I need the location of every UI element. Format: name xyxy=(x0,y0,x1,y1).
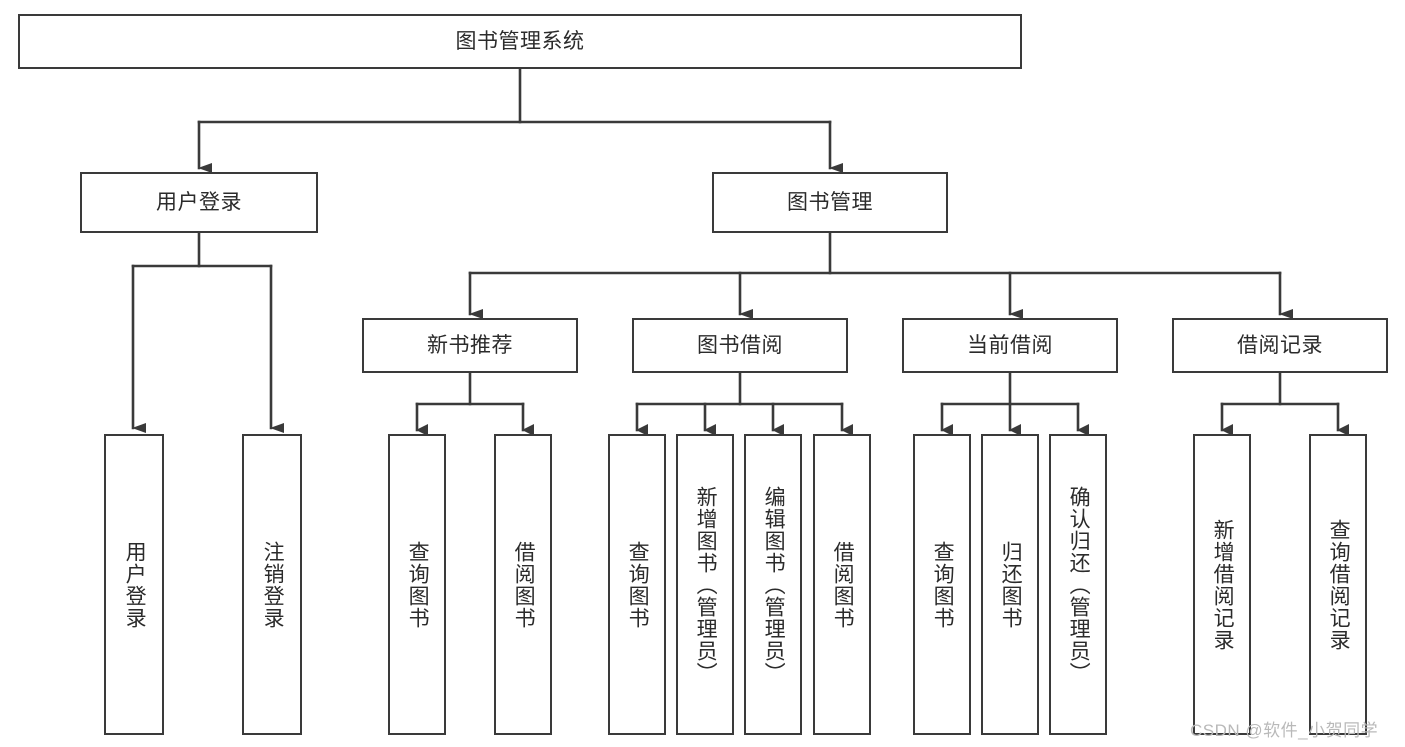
node-label: 图书管理系统 xyxy=(455,29,585,53)
node-label: 注销登录 xyxy=(261,540,285,629)
node-label: 查询图书 xyxy=(931,540,955,629)
leaf-return-book[interactable]: 归还图书 xyxy=(981,434,1039,735)
leaf-query-borrowing-record[interactable]: 查询借阅记录 xyxy=(1309,434,1367,735)
node-current-borrowing[interactable]: 当前借阅 xyxy=(902,318,1118,373)
node-label: 借阅记录 xyxy=(1237,333,1323,357)
node-label: 编辑图书（管理员） xyxy=(762,485,786,684)
leaf-user-login[interactable]: 用户登录 xyxy=(104,434,164,735)
node-label: 图书管理 xyxy=(787,190,873,214)
node-new-book-recommendation[interactable]: 新书推荐 xyxy=(362,318,578,373)
node-label: 归还图书 xyxy=(999,540,1023,629)
leaf-borrow-book-recommendation[interactable]: 借阅图书 xyxy=(494,434,552,735)
node-label: 查询图书 xyxy=(626,540,650,629)
leaf-logout[interactable]: 注销登录 xyxy=(242,434,302,735)
node-label: 借阅图书 xyxy=(512,540,536,629)
leaf-query-book-recommendation[interactable]: 查询图书 xyxy=(388,434,446,735)
node-label: 借阅图书 xyxy=(831,540,855,629)
node-borrowing-records[interactable]: 借阅记录 xyxy=(1172,318,1388,373)
leaf-add-book-admin[interactable]: 新增图书（管理员） xyxy=(676,434,734,735)
leaf-query-book-current[interactable]: 查询图书 xyxy=(913,434,971,735)
leaf-add-borrowing-record[interactable]: 新增借阅记录 xyxy=(1193,434,1251,735)
node-book-management[interactable]: 图书管理 xyxy=(712,172,948,233)
leaf-borrow-book[interactable]: 借阅图书 xyxy=(813,434,871,735)
node-book-borrowing[interactable]: 图书借阅 xyxy=(632,318,848,373)
node-label: 新书推荐 xyxy=(427,333,513,357)
node-label: 确认归还（管理员） xyxy=(1067,485,1091,684)
leaf-confirm-return-admin[interactable]: 确认归还（管理员） xyxy=(1049,434,1107,735)
node-label: 新增图书（管理员） xyxy=(694,485,718,684)
node-label: 当前借阅 xyxy=(967,333,1053,357)
node-label: 查询借阅记录 xyxy=(1327,518,1351,651)
node-label: 新增借阅记录 xyxy=(1211,518,1235,651)
node-label: 用户登录 xyxy=(156,190,242,214)
node-label: 图书借阅 xyxy=(697,333,783,357)
watermark-csdn: CSDN @软件_小贺同学 xyxy=(1190,721,1379,740)
node-root-book-management-system[interactable]: 图书管理系统 xyxy=(18,14,1022,69)
leaf-query-book-borrowing[interactable]: 查询图书 xyxy=(608,434,666,735)
node-label: 查询图书 xyxy=(406,540,430,629)
node-label: 用户登录 xyxy=(123,540,147,629)
node-user-login[interactable]: 用户登录 xyxy=(80,172,318,233)
leaf-edit-book-admin[interactable]: 编辑图书（管理员） xyxy=(744,434,802,735)
